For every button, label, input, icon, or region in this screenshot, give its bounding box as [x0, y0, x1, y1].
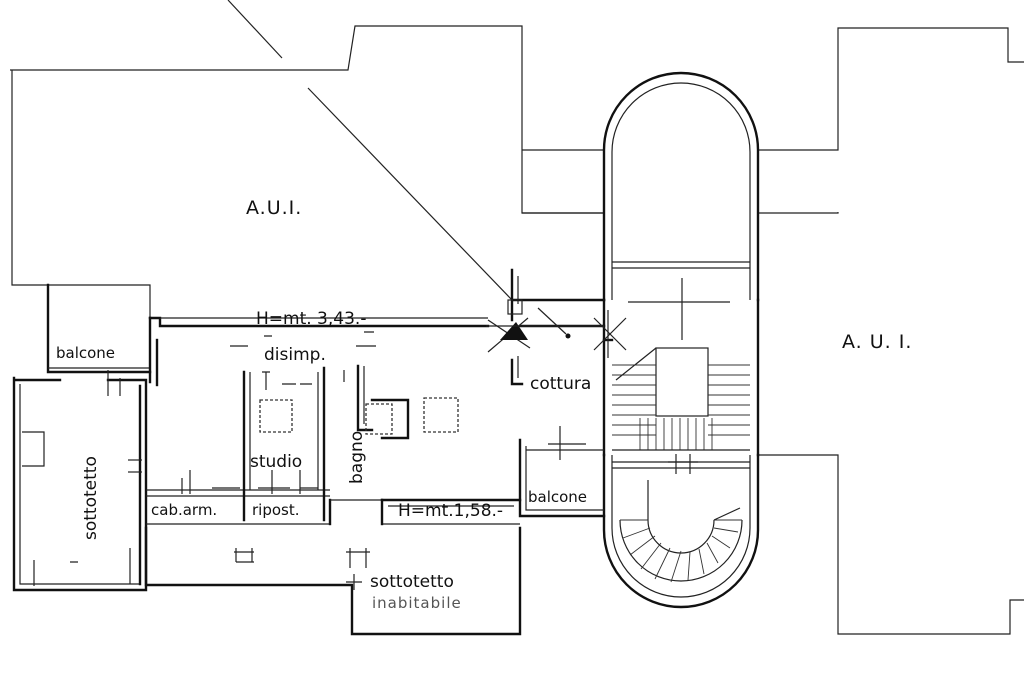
diagonal-reference-line [227, 0, 513, 301]
label-inabitabile: inabitabile [372, 594, 462, 612]
entry-symbol [486, 299, 627, 358]
aui-right-outline [758, 27, 1024, 635]
label-bagno: bagno [347, 431, 367, 484]
aui-left-outline [10, 25, 605, 318]
label-studio: studio [250, 452, 302, 472]
label-cab-arm: cab.arm. [151, 501, 217, 519]
interior-details [33, 331, 698, 586]
stair-tower [602, 71, 760, 609]
label-balcone-left: balcone [56, 344, 115, 362]
fixtures [234, 397, 459, 590]
label-balcone-right: balcone [528, 488, 587, 506]
label-height-upper: H=mt. 3,43.- [256, 309, 366, 329]
label-height-lower: H=mt.1,58.- [398, 501, 503, 521]
label-cottura: cottura [530, 374, 591, 394]
label-aui-left: A.U.I. [246, 197, 302, 219]
label-sottotetto-bottom: sottotetto [370, 572, 454, 592]
label-sottotetto-side: sottotetto [81, 456, 101, 540]
label-aui-right: A. U. I. [842, 331, 912, 353]
label-ripost: ripost. [252, 501, 300, 519]
label-disimp: disimp. [264, 345, 326, 365]
room-labels: A.U.I. A. U. I. H=mt. 3,43.- disimp. bal… [56, 197, 912, 612]
aui-middle-notch [522, 149, 604, 214]
